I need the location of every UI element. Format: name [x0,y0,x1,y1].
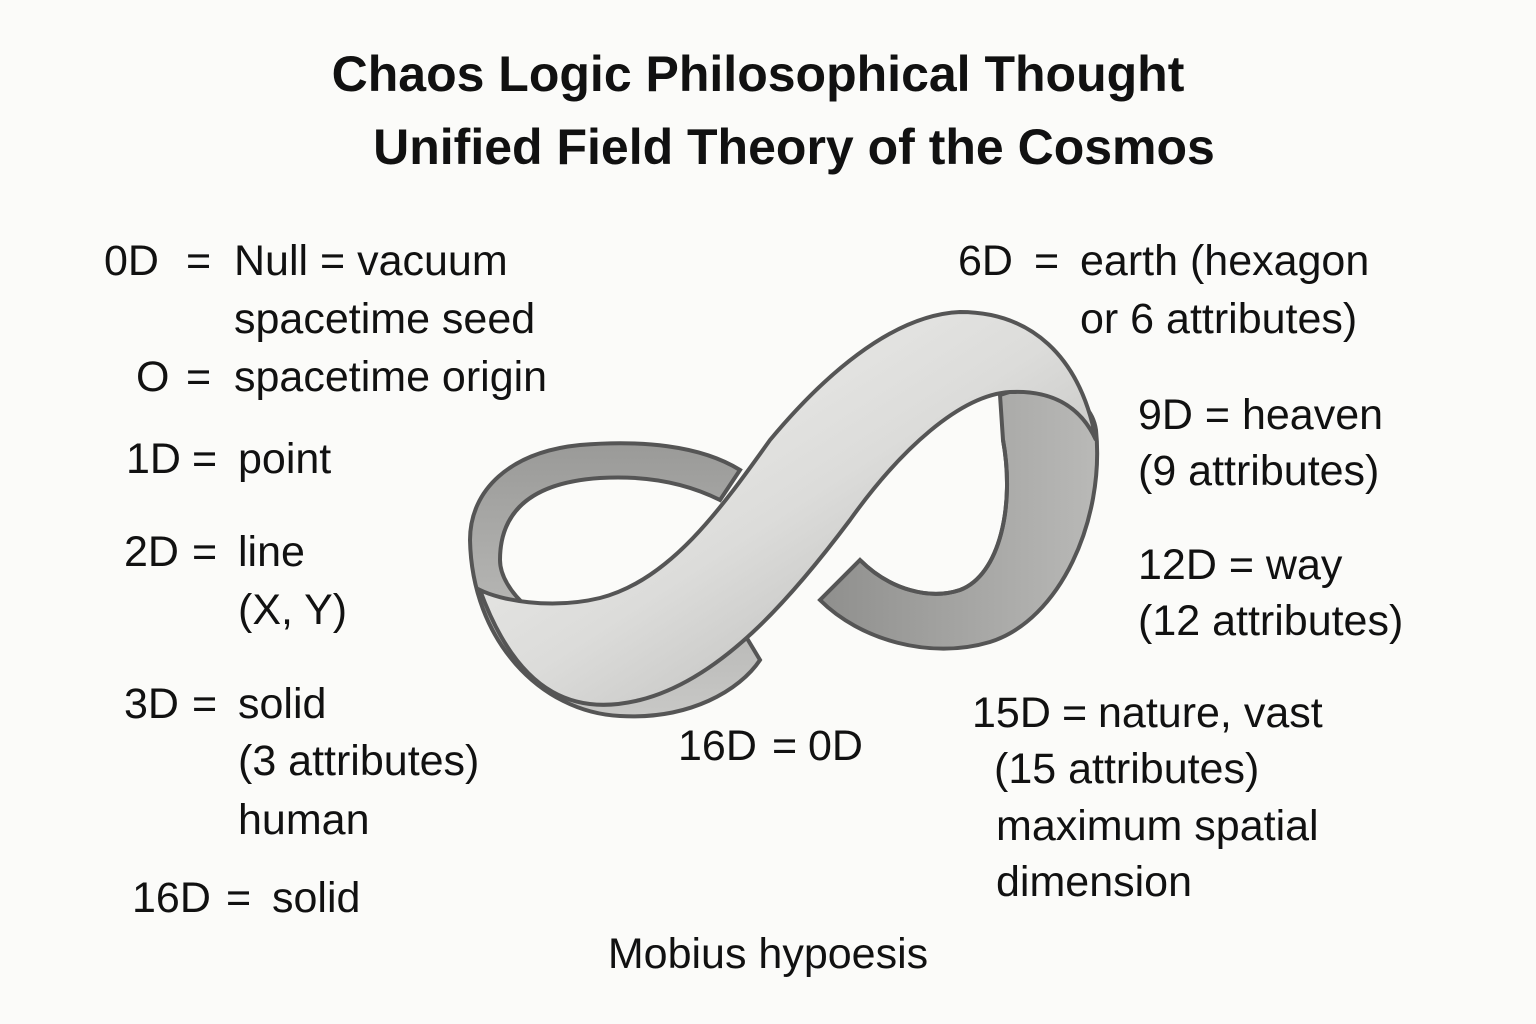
text-6d: earth (hexagon [1080,237,1370,285]
label-2d: 2D [124,528,179,576]
text-0d: Null = vacuum [234,237,508,285]
text-6d-line2: or 6 attributes) [1080,295,1358,343]
label-3d: 3D [124,680,179,728]
text-0d-line2: spacetime seed [234,295,536,343]
text-9d-line2: (9 attributes) [1138,447,1380,495]
text-0d-center: 0D [808,722,863,770]
title-line-2: Unified Field Theory of the Cosmos [373,119,1215,175]
text-3d-line3: human [238,796,370,844]
text-2d-line2: (X, Y) [238,586,348,634]
label-6d: 6D [958,237,1013,285]
equals-sign: = [1034,237,1060,285]
equals-sign: = [226,874,252,922]
equals-sign: = [186,237,212,285]
label-16d-center: 16D [678,722,757,770]
equals-sign: = [1062,689,1088,737]
title-line-1: Chaos Logic Philosophical Thought [331,46,1185,102]
label-12d: 12D = way [1138,541,1343,589]
caption: Mobius hypoesis [607,930,929,978]
text-3d: solid [238,680,327,728]
equals-sign: = [192,680,218,728]
equals-sign: = [192,435,218,483]
text-15d: nature, vast [1098,689,1323,737]
mobius-strip-illustration [467,309,1100,719]
label-15d: 15D [972,689,1051,737]
equals-sign: = [186,353,212,401]
text-3d-line2: (3 attributes) [238,737,480,785]
text-12d-line2: (12 attributes) [1138,597,1404,645]
equals-sign: = [772,722,798,770]
label-9d: 9D = heaven [1138,391,1384,439]
band-hole-edge [498,476,721,561]
label-0d: 0D [104,237,159,285]
text-origin: spacetime origin [234,353,548,401]
text-15d-line2: (15 attributes) [994,745,1260,793]
equals-sign: = [192,528,218,576]
band-front-twist [476,309,1098,707]
text-16d: solid [272,874,361,922]
text-1d: point [238,435,332,483]
text-15d-line4: dimension [996,858,1192,906]
label-16d: 16D [132,874,211,922]
label-origin: O [136,353,170,401]
text-15d-line3: maximum spatial [996,802,1319,850]
label-1d: 1D [126,435,181,483]
text-2d: line [238,528,305,576]
band-inner-edge [858,439,1010,596]
